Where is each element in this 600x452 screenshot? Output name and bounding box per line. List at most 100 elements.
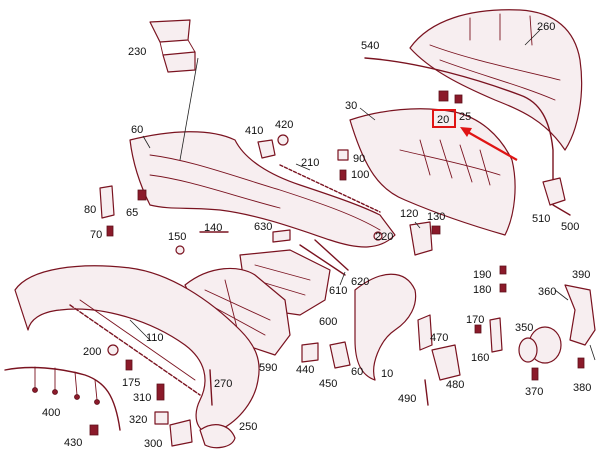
part-440-drawing (301, 342, 319, 363)
part-label[interactable]: 170 (466, 314, 484, 326)
part-630-drawing (272, 229, 291, 243)
part-label[interactable]: 250 (239, 421, 257, 433)
leader-lines (129, 29, 596, 361)
part-20-drawing (438, 90, 449, 102)
part-label[interactable]: 630 (254, 221, 272, 233)
part-65-drawing (137, 189, 147, 201)
part-190-drawing (499, 265, 507, 275)
part-label[interactable]: 430 (64, 437, 82, 449)
part-label[interactable]: 510 (532, 213, 550, 225)
part-30-drawing (349, 108, 516, 236)
part-label[interactable]: 160 (471, 352, 489, 364)
part-label[interactable]: 350 (515, 322, 533, 334)
part-540-drawing (364, 57, 554, 181)
part-500-drawing (552, 204, 571, 216)
part-150-drawing (175, 245, 185, 255)
part-480-drawing (431, 344, 461, 381)
part-210-drawing (279, 164, 381, 213)
part-label[interactable]: 270 (214, 378, 232, 390)
highlight-box (432, 109, 456, 128)
part-label[interactable]: 80 (84, 204, 96, 216)
part-label-highlighted[interactable]: 20 (437, 114, 449, 126)
part-label[interactable]: 410 (245, 125, 263, 137)
part-label[interactable]: 470 (430, 332, 448, 344)
part-350-drawing (518, 326, 562, 364)
part-510-drawing (542, 177, 566, 206)
part-label[interactable]: 320 (129, 414, 147, 426)
part-175-drawing (125, 359, 133, 371)
part-10-drawing (354, 273, 417, 381)
part-label[interactable]: 400 (42, 407, 60, 419)
part-label[interactable]: 370 (525, 386, 543, 398)
part-220-drawing (373, 231, 383, 241)
part-label[interactable]: 440 (296, 364, 314, 376)
part-label[interactable]: 90 (353, 153, 365, 165)
part-450-drawing (329, 341, 351, 369)
part-100-drawing (339, 169, 347, 181)
part-label[interactable]: 260 (537, 21, 555, 33)
part-620-drawing (314, 239, 349, 271)
part-300-drawing (169, 419, 193, 447)
part-label[interactable]: 540 (361, 40, 379, 52)
part-label[interactable]: 450 (319, 378, 337, 390)
part-320-drawing (154, 411, 169, 425)
part-410-drawing (257, 139, 276, 159)
part-label[interactable]: 140 (204, 222, 222, 234)
part-90-drawing (337, 149, 349, 161)
part-250-drawing (199, 424, 236, 449)
part-610-drawing (299, 244, 346, 276)
part-label[interactable]: 210 (301, 157, 319, 169)
part-label[interactable]: 590 (259, 362, 277, 374)
part-label[interactable]: 65 (126, 207, 138, 219)
part-label[interactable]: 220 (375, 231, 393, 243)
part-370-drawing (531, 367, 539, 381)
part-310-drawing (156, 383, 165, 401)
part-label[interactable]: 200 (83, 346, 101, 358)
part-170-drawing (474, 324, 482, 334)
part-label[interactable]: 610 (329, 285, 347, 297)
part-label[interactable]: 420 (275, 119, 293, 131)
part-25-drawing (454, 94, 463, 104)
part-260-drawing (409, 9, 583, 151)
part-label[interactable]: 190 (473, 269, 491, 281)
part-label[interactable]: 120 (400, 208, 418, 220)
part-label[interactable]: 480 (446, 379, 464, 391)
part-label[interactable]: 230 (128, 46, 146, 58)
part-label[interactable]: 310 (133, 392, 151, 404)
part-label[interactable]: 490 (398, 393, 416, 405)
part-430-drawing (89, 424, 99, 436)
part-label[interactable]: 60 (131, 124, 143, 136)
part-label[interactable]: 390 (572, 269, 590, 281)
part-label[interactable]: 110 (146, 332, 164, 344)
part-label[interactable]: 600 (319, 316, 337, 328)
part-label[interactable]: 70 (90, 229, 102, 241)
part-380-drawing (577, 357, 585, 369)
part-label[interactable]: 360 (538, 286, 556, 298)
part-label[interactable]: 100 (351, 169, 369, 181)
part-400-drawing (4, 366, 121, 431)
part-label[interactable]: 500 (561, 221, 579, 233)
part-490-drawing (424, 379, 429, 406)
part-180-drawing (499, 283, 507, 293)
part-label[interactable]: 180 (473, 284, 491, 296)
part-60-drawing (129, 131, 396, 248)
part-label[interactable]: 150 (168, 231, 186, 243)
part-label[interactable]: 30 (345, 100, 357, 112)
part-label[interactable]: 620 (351, 276, 369, 288)
part-label[interactable]: 300 (144, 438, 162, 450)
part-230-drawing (149, 19, 196, 73)
part-270-drawing (209, 369, 213, 406)
part-drawings (4, 9, 596, 449)
part-70-drawing (106, 225, 114, 237)
part-130-drawing (431, 225, 441, 235)
part-label[interactable]: 175 (122, 377, 140, 389)
part-390-drawing (564, 284, 596, 346)
part-label[interactable]: 380 (573, 382, 591, 394)
part-label[interactable]: 25 (459, 111, 471, 123)
part-470-drawing (417, 314, 433, 351)
part-120-drawing (409, 221, 433, 256)
part-label[interactable]: 10 (381, 368, 393, 380)
part-label[interactable]: 60 (351, 366, 363, 378)
part-label[interactable]: 130 (427, 211, 445, 223)
